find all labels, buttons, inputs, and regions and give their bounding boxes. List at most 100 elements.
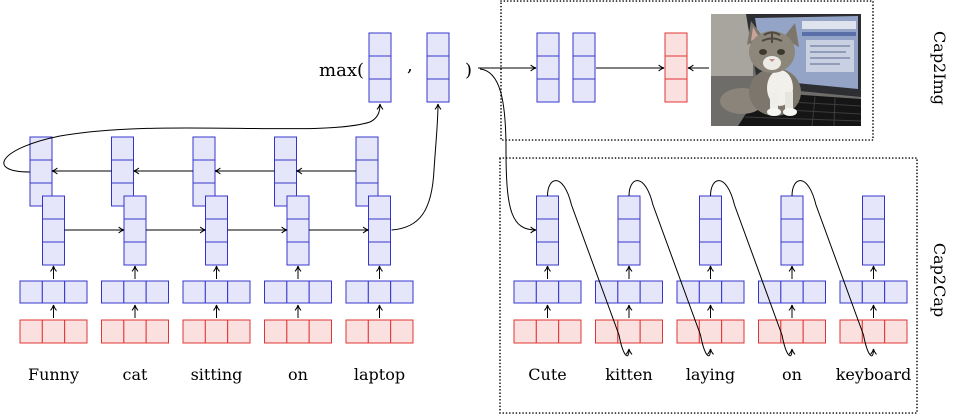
forward-hidden-state-cell: [368, 218, 391, 243]
word-input-vector: [101, 319, 170, 344]
encoder-step: cat: [101, 136, 170, 384]
output-word: kitten: [605, 365, 652, 384]
decoder-hidden-state-cell: [536, 218, 559, 243]
word-embedding: [513, 280, 582, 304]
caption-vector-backward-cell: [536, 78, 560, 103]
word-input-vector-cell: [264, 319, 288, 344]
max-close-label: ): [465, 60, 472, 81]
word-input-vector: [19, 319, 88, 344]
word-input-vector-cell: [227, 319, 251, 344]
backward-hidden-state-cell: [274, 136, 297, 161]
caption-vector-forward: [572, 32, 596, 103]
word-input-vector-cell: [145, 319, 170, 344]
word-input-vector-cell: [182, 319, 206, 344]
decoder-hidden-state: [780, 195, 804, 266]
decoder-hidden-state-cell: [862, 218, 885, 243]
kitten-on-laptop-photo: [711, 14, 861, 126]
backward-hidden-state-cell: [29, 159, 53, 184]
word-embedding-cell: [182, 280, 206, 304]
decoder-step: on: [758, 195, 827, 384]
image-feature-vector-cell: [664, 55, 688, 80]
word-embedding-cell: [367, 280, 392, 304]
input-word: on: [288, 365, 308, 384]
decoder-hidden-state-cell: [699, 218, 722, 243]
word-embedding: [839, 280, 908, 304]
word-input-vector: [345, 319, 414, 344]
forward-hidden-state-cell: [42, 195, 65, 220]
decoder-hidden-state-cell: [699, 241, 722, 266]
forward-hidden-state-cell: [123, 241, 147, 266]
max-open-label: max(: [319, 60, 364, 81]
backward-hidden-state-cell: [192, 159, 216, 184]
output-word: laying: [686, 365, 735, 384]
decoder-hidden-state: [617, 195, 641, 266]
word-embedding-cell: [227, 280, 251, 304]
word-embedding-cell: [721, 280, 745, 304]
kitten-leg: [785, 92, 793, 112]
backward-hidden-state-cell: [111, 136, 134, 161]
word-embedding-cell: [286, 280, 310, 304]
word-input-vector-cell: [19, 319, 43, 344]
image-feature-vector-cell: [664, 78, 688, 103]
word-embedding-cell: [639, 280, 664, 304]
caption-vector-backward: [536, 32, 560, 103]
word-input-vector-cell: [639, 319, 664, 344]
word-input-vector-cell: [345, 319, 369, 344]
word-input-vector-cell: [513, 319, 537, 344]
word-embedding-cell: [145, 280, 170, 304]
caption-vector-forward-cell: [572, 55, 596, 80]
forward-hidden-state: [286, 195, 310, 266]
word-input-vector-cell: [780, 319, 804, 344]
decoder-hidden-state-cell: [617, 218, 641, 243]
kitten-head: [749, 31, 795, 73]
input-word: cat: [123, 365, 149, 384]
forward-hidden-state: [368, 195, 391, 266]
forward-hidden-state-cell: [286, 241, 310, 266]
caption-vector-backward-cell: [536, 55, 560, 80]
decoder-step: Cute: [513, 195, 582, 384]
word-embedding-cell: [780, 280, 804, 304]
output-word: keyboard: [836, 365, 912, 384]
word-embedding-cell: [308, 280, 332, 304]
forward-max-vector-cell: [426, 55, 450, 80]
kitten-muzzle: [763, 56, 781, 70]
keyboard-key-row: [744, 116, 861, 122]
backward-hidden-state-cell: [192, 136, 216, 161]
word-embedding-cell: [19, 280, 43, 304]
encoder-step: laptop: [345, 136, 414, 384]
kitten-eye: [759, 49, 767, 55]
word-input-vector: [513, 319, 582, 344]
cap2cap-label: Cap2Cap: [930, 243, 949, 317]
forward-hidden-state-cell: [286, 195, 310, 220]
bidirectional-encoder: Funny cat sitting on laptop: [19, 136, 414, 384]
word-input-vector-cell: [367, 319, 392, 344]
cap2img-frame: [500, 0, 874, 141]
encoder-step: sitting: [182, 136, 251, 384]
backward-max-vector-cell: [368, 32, 392, 57]
word-embedding-cell: [535, 280, 560, 304]
word-embedding-cell: [698, 280, 723, 304]
caption-vector-backward-cell: [536, 32, 560, 57]
forward-hidden-state-cell: [205, 218, 228, 243]
word-input-vector: [595, 319, 664, 344]
kitten-paw: [767, 108, 781, 116]
backward-max-vector-cell: [368, 78, 392, 103]
word-embedding-cell: [101, 280, 125, 304]
word-input-vector-cell: [101, 319, 125, 344]
word-input-vector-cell: [64, 319, 88, 344]
decoder-hidden-state-cell: [699, 195, 722, 220]
backward-to-max-arrow: [3, 103, 384, 173]
input-word: Funny: [28, 365, 79, 384]
word-input-vector: [264, 319, 332, 344]
word-embedding-cell: [884, 280, 908, 304]
word-embedding: [758, 280, 827, 304]
word-embedding-cell: [558, 280, 582, 304]
word-feedback-arrow: [710, 180, 796, 357]
word-embedding-cell: [390, 280, 414, 304]
word-feedback-arrow: [628, 180, 714, 357]
word-feedback-arrow: [547, 180, 633, 357]
word-input-vector-cell: [698, 319, 723, 344]
decoder-hidden-state-cell: [780, 218, 804, 243]
word-input-vector-cell: [535, 319, 560, 344]
input-word: sitting: [191, 365, 243, 384]
